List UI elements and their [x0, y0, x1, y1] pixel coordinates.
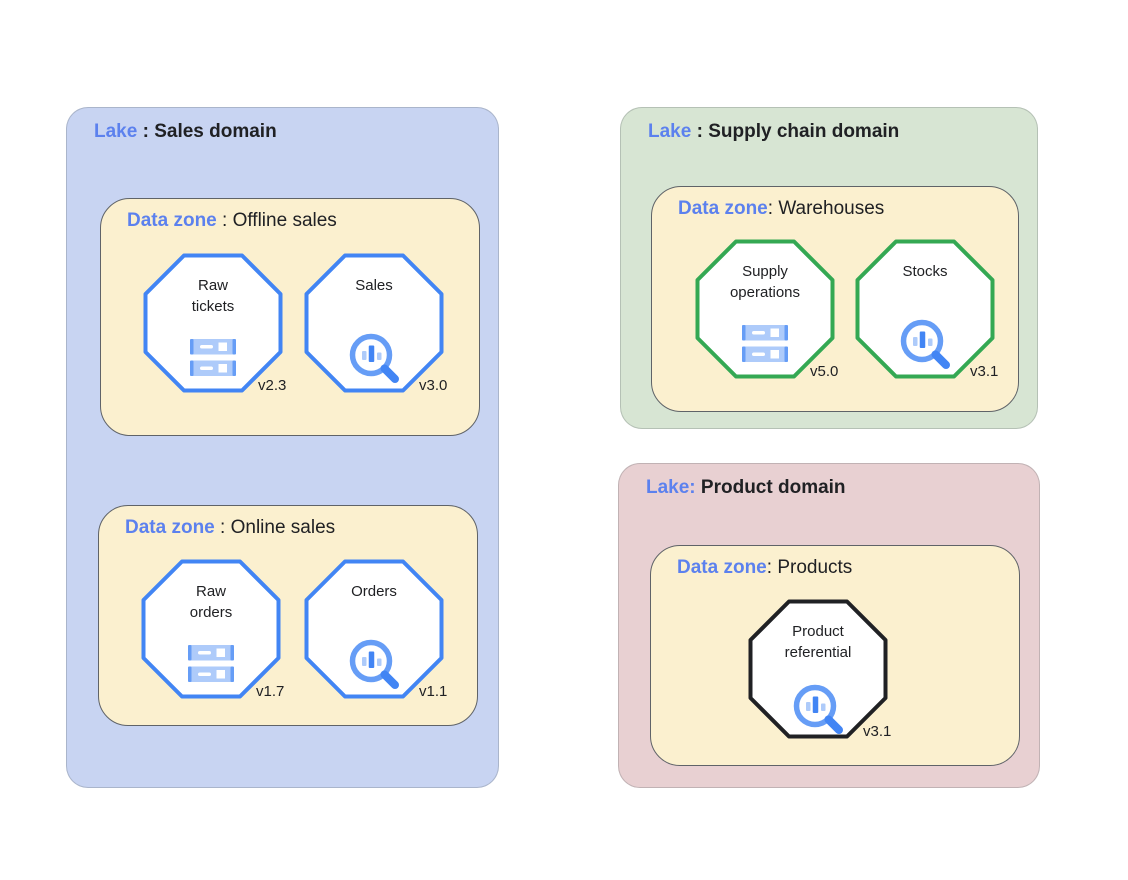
- lake-label: Lake:: [646, 477, 696, 498]
- octagon-shape: [695, 239, 835, 379]
- zone-warehouses: Data zone: Warehouses Supply operations: [651, 186, 1019, 412]
- zone-label: Data zone: [678, 198, 768, 219]
- entity-label-line2: tickets: [191, 298, 235, 315]
- search-analytics-icon: [900, 319, 950, 369]
- entity-label-line1: Sales: [355, 277, 393, 294]
- lake-header-separator: :: [691, 121, 709, 142]
- entity-label-line2: operations: [729, 284, 801, 301]
- lake-product-header: Lake: Product domain: [646, 477, 846, 499]
- entity-label-line1: Stocks: [902, 263, 948, 280]
- lake-name: Product domain: [700, 477, 846, 498]
- octagon-shape: [143, 253, 283, 393]
- entity-label: Product referential: [748, 621, 888, 663]
- lake-label: Lake: [94, 121, 138, 142]
- entity-version: v3.1: [970, 363, 999, 380]
- lake-label: Lake: [648, 121, 692, 142]
- octagon-shape: [748, 599, 888, 739]
- entity-label-line1: Supply: [742, 263, 788, 280]
- entity-version: v3.1: [863, 723, 892, 740]
- entity-supply-operations: Supply operations v5.0: [695, 239, 839, 380]
- octagon-shape: [304, 559, 444, 699]
- search-analytics-icon: [349, 333, 399, 383]
- entity-label-line2: referential: [784, 644, 852, 661]
- storage-icon: [188, 645, 234, 682]
- zone-header-separator: :: [214, 517, 231, 538]
- zone-header-separator: :: [216, 210, 233, 231]
- zone-name: Offline sales: [232, 210, 337, 231]
- entity-raw-tickets: Raw tickets v2.3: [143, 253, 287, 394]
- entity-label-line1: Orders: [351, 583, 397, 600]
- zone-online-sales: Data zone : Online sales Raw orders: [98, 505, 478, 726]
- lake-supply-chain-domain: Lake : Supply chain domain Data zone: Wa…: [620, 107, 1038, 429]
- octagon-shape: [304, 253, 444, 393]
- entity-version: v2.3: [258, 377, 287, 394]
- octagon-shape: [141, 559, 281, 699]
- zone-name: Online sales: [230, 517, 336, 538]
- zone-label: Data zone: [127, 210, 217, 231]
- zone-offline-sales-header: Data zone : Offline sales: [127, 210, 337, 232]
- entity-raw-orders: Raw orders v1.7: [141, 559, 285, 700]
- lake-name: Supply chain domain: [708, 121, 900, 142]
- entity-version: v5.0: [810, 363, 839, 380]
- octagon-shape: [855, 239, 995, 379]
- zone-products-header: Data zone: Products: [677, 557, 852, 579]
- entity-stocks: Stocks v3.1: [855, 239, 999, 380]
- zone-warehouses-header: Data zone: Warehouses: [678, 198, 884, 220]
- lake-supply-chain-header: Lake : Supply chain domain: [648, 121, 899, 143]
- entity-label-line1: Product: [792, 623, 844, 640]
- search-analytics-icon: [793, 684, 843, 734]
- entity-label: Raw tickets: [143, 275, 283, 317]
- entity-version: v3.0: [419, 377, 448, 394]
- entity-label: Raw orders: [141, 581, 281, 623]
- zone-header-separator: :: [766, 557, 778, 578]
- zone-products: Data zone: Products Product referential …: [650, 545, 1020, 766]
- entity-version: v1.1: [419, 683, 448, 700]
- entity-product-referential: Product referential v3.1: [748, 599, 892, 740]
- lake-product-domain: Lake: Product domain Data zone: Products…: [618, 463, 1040, 788]
- entity-label: Orders: [304, 581, 444, 602]
- zone-header-separator: :: [767, 198, 779, 219]
- zone-offline-sales: Data zone : Offline sales Raw tickets: [100, 198, 480, 436]
- lake-name: Sales domain: [154, 121, 277, 142]
- zone-label: Data zone: [125, 517, 215, 538]
- zone-name: Warehouses: [778, 198, 885, 219]
- entity-orders: Orders v1.1: [304, 559, 448, 700]
- zone-name: Products: [777, 557, 853, 578]
- entity-version: v1.7: [256, 683, 285, 700]
- storage-icon: [742, 325, 788, 362]
- entity-label-line1: Raw: [197, 277, 228, 294]
- entity-label-line1: Raw: [195, 583, 226, 600]
- lake-header-separator: :: [137, 121, 155, 142]
- zone-label: Data zone: [677, 557, 767, 578]
- lake-sales-domain: Lake : Sales domain Data zone : Offline …: [66, 107, 499, 788]
- entity-label: Supply operations: [695, 261, 835, 303]
- search-analytics-icon: [349, 639, 399, 689]
- lake-sales-header: Lake : Sales domain: [94, 121, 277, 143]
- entity-label-line2: orders: [189, 604, 233, 621]
- zone-online-sales-header: Data zone : Online sales: [125, 517, 335, 539]
- entity-sales: Sales v3.0: [304, 253, 448, 394]
- entity-label: Stocks: [855, 261, 995, 282]
- storage-icon: [190, 339, 236, 376]
- entity-label: Sales: [304, 275, 444, 296]
